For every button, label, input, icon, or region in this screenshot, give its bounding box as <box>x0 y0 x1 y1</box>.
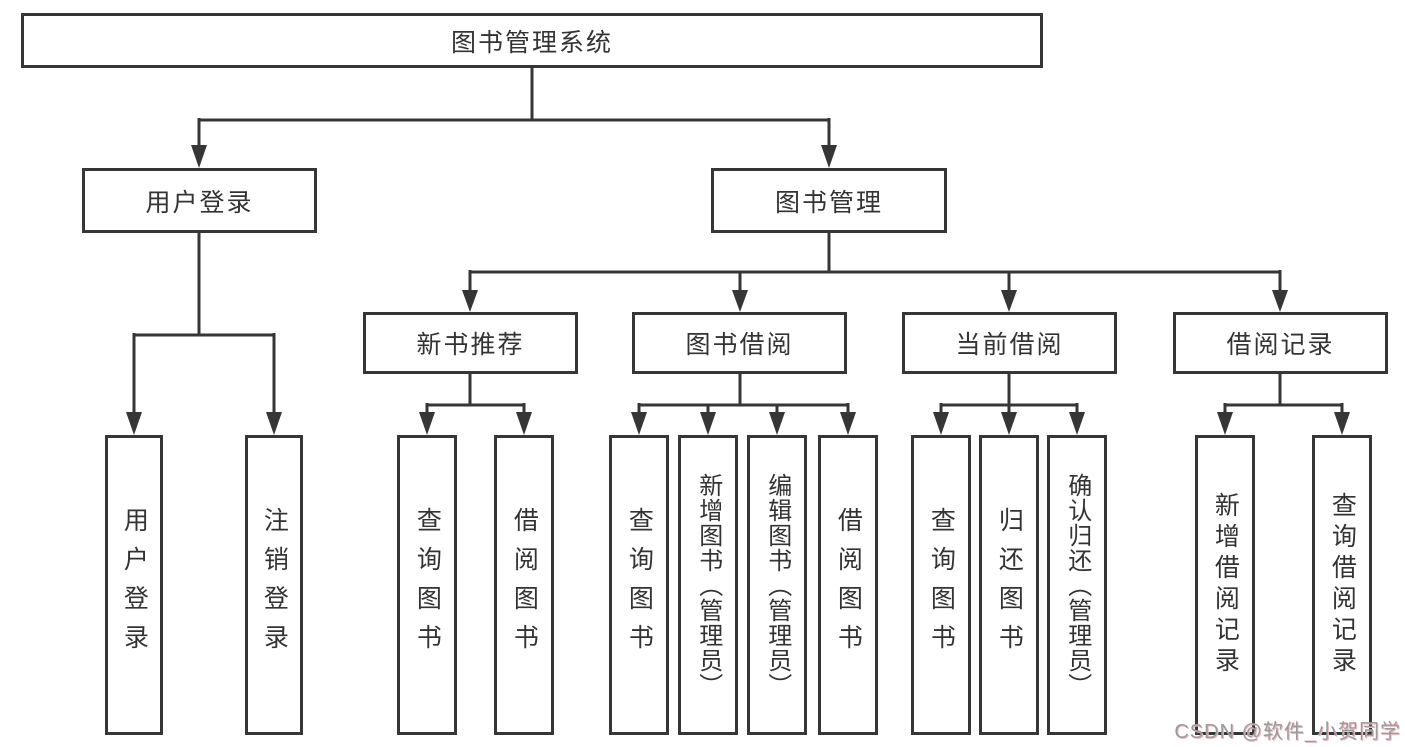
node-root-label: 图书管理系统 <box>450 28 613 57</box>
node-new-book-recommend: 新书推荐 <box>363 312 578 374</box>
node-user-login: 用户登录 <box>82 168 317 233</box>
node-borrow-records-label: 借阅记录 <box>1226 331 1335 359</box>
node-current-borrow-label: 当前借阅 <box>955 331 1064 359</box>
node-current-borrow: 当前借阅 <box>902 312 1117 374</box>
node-book-management-label: 图书管理 <box>774 188 883 217</box>
node-new-book-recommend-label: 新书推荐 <box>416 331 525 359</box>
leaf-nbr-borrow-books: 借阅图书 <box>494 435 554 735</box>
leaf-logout: 注销登录 <box>245 435 303 735</box>
leaf-br-query-record: 查询借阅记录 <box>1312 435 1372 735</box>
leaf-br-add-record: 新增借阅记录 <box>1195 435 1255 735</box>
leaf-bb-query-books: 查询图书 <box>609 435 669 735</box>
leaf-bb-add-books-admin: 新增图书（管理员） <box>678 435 738 735</box>
leaf-cb-confirm-return-admin: 确认归还（管理员） <box>1047 435 1107 735</box>
leaf-nbr-query-books: 查询图书 <box>397 435 457 735</box>
node-book-management: 图书管理 <box>711 168 947 233</box>
leaf-cb-return-books: 归还图书 <box>979 435 1039 735</box>
leaf-bb-borrow-books: 借阅图书 <box>818 435 878 735</box>
node-book-borrow-label: 图书借阅 <box>685 331 794 359</box>
node-borrow-records: 借阅记录 <box>1173 312 1388 374</box>
node-user-login-label: 用户登录 <box>145 188 254 217</box>
node-root: 图书管理系统 <box>21 13 1043 68</box>
leaf-user-login: 用户登录 <box>105 435 163 735</box>
csdn-watermark: CSDN @软件_小贺同学 <box>1174 721 1401 743</box>
node-book-borrow: 图书借阅 <box>632 312 847 374</box>
arrowheads <box>126 145 1350 435</box>
leaf-cb-query-books: 查询图书 <box>911 435 971 735</box>
leaf-bb-edit-books-admin: 编辑图书（管理员） <box>747 435 807 735</box>
